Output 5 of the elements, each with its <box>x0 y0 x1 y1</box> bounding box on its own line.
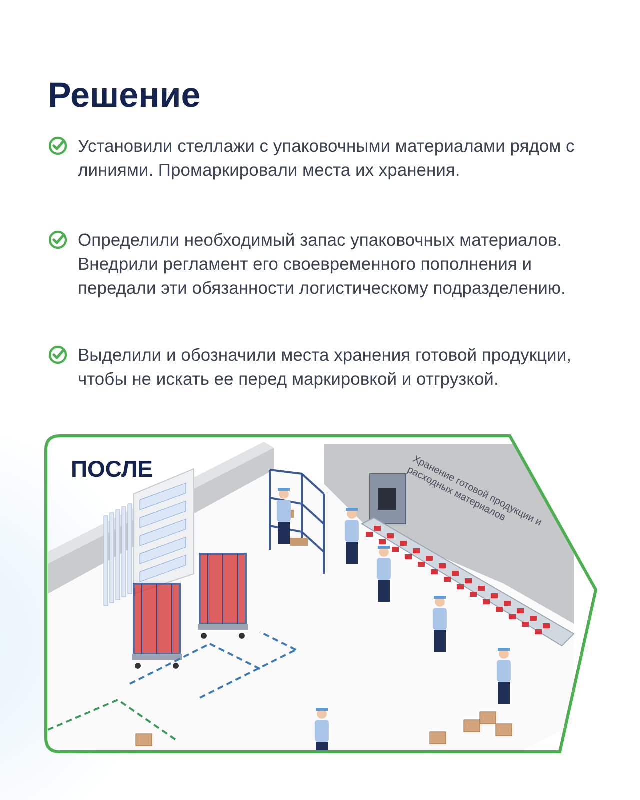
bullet-text: Определили необходимый запас упаковочных материалов. Внедрили регламент его своевременного пополнения и передали эти обязанности логистическому подразделению. <box>78 229 567 300</box>
bullet-text: Установили стеллажи с упаковочными материалами рядом с линиями. Промаркировали места их хранения. <box>78 135 576 182</box>
panel-heading: ПОСЛЕ <box>71 456 153 483</box>
heading: Решение <box>48 76 201 116</box>
bullet-text: Выделили и обозначили места хранения готовой продукции, чтобы не искать ее перед маркировкой и отгрузкой. <box>78 344 572 391</box>
